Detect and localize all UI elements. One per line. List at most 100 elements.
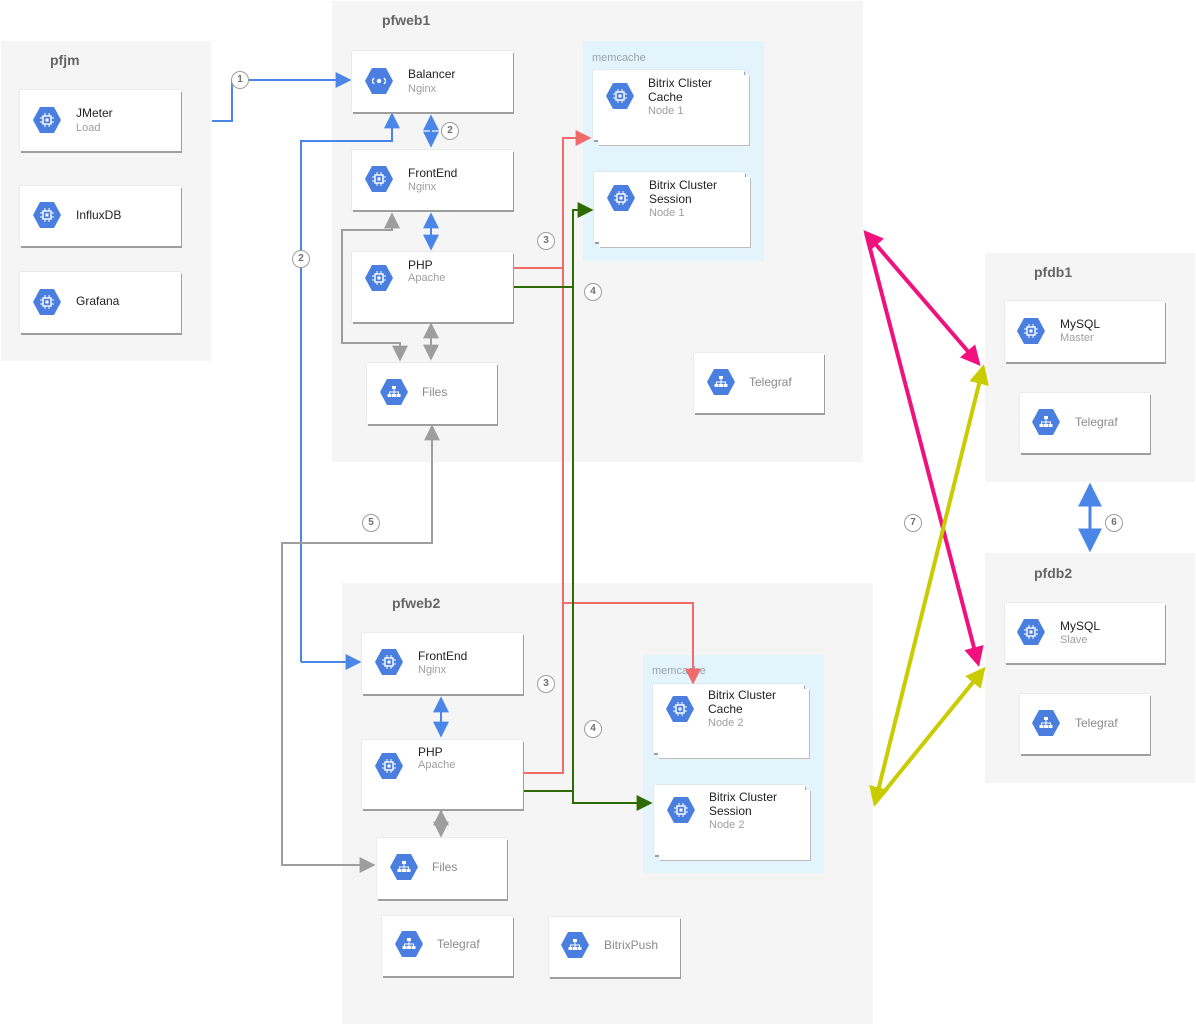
node-cache1-title: Bitrix Clister Cache [648,76,713,104]
node-jmeter[interactable]: JMeter Load [20,90,181,151]
node-mysql-slave-sub: Slave [1060,634,1088,646]
node-balancer-title: Balancer [408,67,456,81]
node-session1[interactable]: Bitrix Cluster Session Node 1 [594,172,745,242]
node-frontend2-sub: Nginx [418,664,447,676]
node-frontend1-sub: Nginx [408,181,437,193]
node-telegraf-db2-title: Telegraf [1075,716,1118,730]
node-mysql-master-sub: Master [1060,332,1094,344]
node-mysql-master[interactable]: MySQL Master [1005,301,1165,362]
node-bitrixpush-title: BitrixPush [604,938,659,952]
chip-icon [375,753,403,779]
zone-pfdb2-title: pfdb2 [1034,565,1073,581]
wire-php2-cache [523,268,564,774]
step-4-web1: 4 [584,283,602,301]
step-3-web1: 3 [537,232,555,250]
node-php2-title: PHP [418,745,443,759]
node-frontend2[interactable]: FrontEnd Nginx [362,633,523,694]
step-2-balancer: 2 [441,122,459,140]
step-7: 7 [904,514,922,532]
node-jmeter-sub: Load [76,122,101,134]
load-balancer-icon [365,68,393,94]
node-php1-title: PHP [408,258,433,272]
node-files2[interactable]: Files [377,838,507,899]
node-php1[interactable]: PHP Apache [352,252,513,322]
node-jmeter-title: JMeter [76,106,113,120]
node-php1-sub: Apache [408,272,446,284]
node-influxdb[interactable]: InfluxDB [20,186,181,246]
node-frontend1-title: FrontEnd [408,166,458,180]
node-mysql-slave[interactable]: MySQL Slave [1005,603,1165,663]
node-bitrixpush[interactable]: BitrixPush [549,917,680,977]
wire-files1-files2 [281,424,440,873]
chip-icon [606,83,634,109]
node-session1-title: Bitrix Cluster Session [649,178,718,206]
node-cache2[interactable]: Bitrix Cluster Cache Node 2 [653,684,804,753]
node-grafana[interactable]: Grafana [20,272,181,333]
chip-icon [1017,318,1045,344]
chip-icon [33,202,61,228]
wire-balancer-frontend2 [300,112,400,662]
chip-icon [365,166,393,192]
node-session2[interactable]: Bitrix Cluster Session Node 2 [654,785,805,855]
network-icon [380,379,408,405]
chip-icon [1017,619,1045,645]
zone-pfdb1-title: pfdb1 [1034,264,1073,280]
node-files2-title: Files [432,860,458,874]
chip-icon [607,185,635,211]
step-3-web2: 3 [537,675,555,693]
node-influxdb-title: InfluxDB [76,208,122,222]
node-cache2-sub: Node 2 [708,717,744,729]
node-mysql-slave-title: MySQL [1060,619,1101,633]
node-balancer-sub: Nginx [408,83,437,95]
node-cache1[interactable]: Bitrix Clister Cache Node 1 [593,70,744,140]
node-files1-title: Files [422,385,448,399]
wire-jmeter-balancer [212,72,352,122]
network-icon [1032,409,1060,435]
step-2-frontend2: 2 [292,250,310,268]
wire-memcache1-master [863,229,981,367]
node-telegraf-web1[interactable]: Telegraf [694,353,824,413]
node-cache2-title: Bitrix Cluster Cache [708,688,777,716]
chip-icon [365,265,393,291]
wire-php1-session1 [513,202,594,288]
node-telegraf-web1-title: Telegraf [749,375,792,389]
wire-memcache2-master [869,364,989,807]
step-5: 5 [362,514,380,532]
node-files1[interactable]: Files [367,363,497,424]
network-icon [1032,710,1060,736]
step-1: 1 [231,71,249,89]
node-cache1-sub: Node 1 [648,105,684,117]
node-session2-title: Bitrix Cluster Session [709,790,778,818]
wire-memcache2-slave [873,666,986,805]
step-6: 6 [1105,514,1123,532]
node-frontend1[interactable]: FrontEnd Nginx [352,150,513,210]
node-session2-sub: Node 2 [709,819,745,831]
node-telegraf-web2[interactable]: Telegraf [382,916,513,976]
zone-pfjm-title: pfjm [50,52,80,68]
node-telegraf-db1-title: Telegraf [1075,415,1118,429]
chip-icon [666,696,694,722]
node-php2[interactable]: PHP Apache [362,740,523,809]
chip-icon [375,649,403,675]
chip-icon [33,289,61,315]
network-icon [561,932,589,958]
wire-php1-cache1 [513,130,592,269]
network-icon [395,931,423,957]
node-mysql-master-title: MySQL [1060,317,1101,331]
node-telegraf-db2[interactable]: Telegraf [1020,694,1150,754]
node-php2-sub: Apache [418,759,456,771]
wire-php2-session2 [523,790,653,811]
network-icon [390,854,418,880]
node-telegraf-db1[interactable]: Telegraf [1020,393,1150,453]
zone-pfweb1-title: pfweb1 [382,12,431,28]
node-balancer[interactable]: Balancer Nginx [352,51,513,112]
zone-memcache-1-title: memcache [592,52,646,64]
chip-icon [33,107,61,133]
node-session1-sub: Node 1 [649,207,685,219]
network-icon [707,369,735,395]
node-frontend2-title: FrontEnd [418,649,468,663]
node-telegraf-web2-title: Telegraf [437,937,480,951]
chip-icon [667,797,695,823]
step-4-web2: 4 [584,720,602,738]
